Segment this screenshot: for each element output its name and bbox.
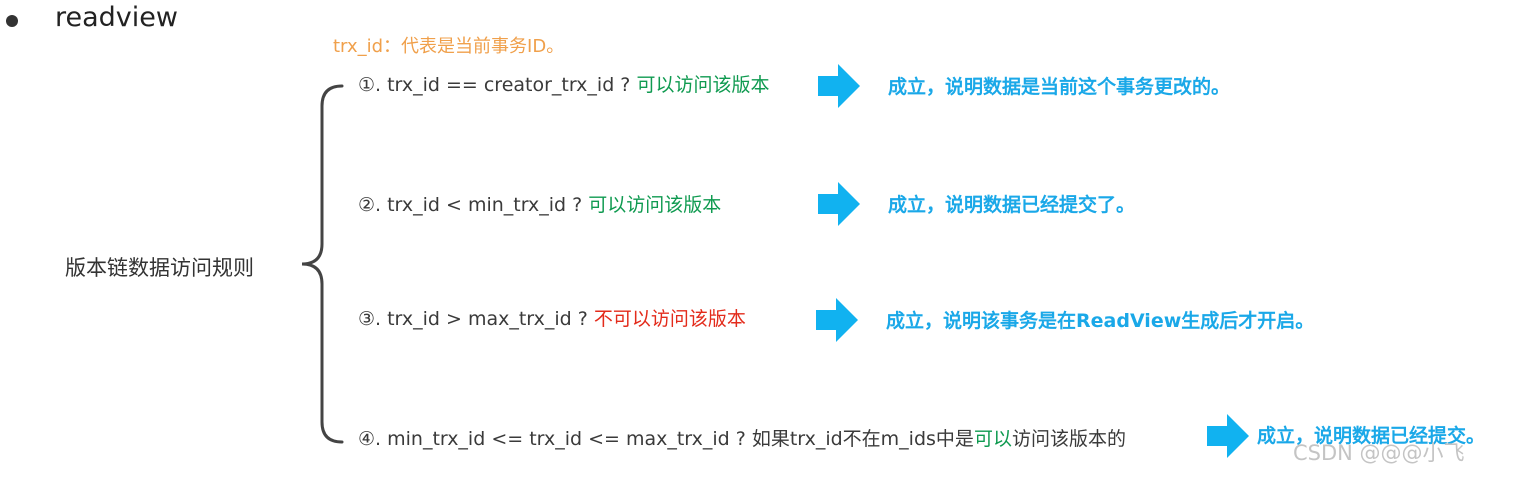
- trx-id-note: trx_id：代表是当前事务ID。: [333, 36, 565, 57]
- rule-3-result: 成立，说明该事务是在ReadView生成后才开启。: [886, 310, 1315, 332]
- rule-3-verdict: 不可以访问该版本: [593, 308, 746, 330]
- rules-label: 版本链数据访问规则: [65, 256, 254, 280]
- rule-4-verdict: 可以: [973, 428, 1012, 450]
- rule-3: ③. trx_id > max_trx_id ? 不可以访问该版本: [358, 304, 746, 331]
- rule-2-verdict: 可以访问该版本: [588, 194, 722, 216]
- arrow-right-icon: [818, 182, 860, 226]
- rule-2-condition: ②. trx_id < min_trx_id ?: [358, 194, 583, 216]
- rule-1-result: 成立，说明数据是当前这个事务更改的。: [888, 76, 1231, 98]
- rule-1-verdict: 可以访问该版本: [636, 74, 770, 96]
- rule-3-condition: ③. trx_id > max_trx_id ?: [358, 308, 588, 330]
- arrow-right-icon: [816, 298, 858, 342]
- arrow-right-icon: [1207, 414, 1249, 458]
- bullet-dot: [6, 15, 18, 27]
- rule-4: ④. min_trx_id <= trx_id <= max_trx_id ? …: [358, 424, 1126, 451]
- rule-4-condition: ④. min_trx_id <= trx_id <= max_trx_id ? …: [358, 428, 974, 450]
- page-title: readview: [55, 2, 178, 33]
- rule-4-result: 成立，说明数据已经提交。: [1257, 425, 1486, 447]
- rule-2-result: 成立，说明数据已经提交了。: [888, 194, 1136, 216]
- watermark: CSDN @@@小飞: [1293, 441, 1465, 465]
- arrow-right-icon: [818, 64, 860, 108]
- rule-4-suffix: 访问该版本的: [1011, 428, 1126, 450]
- rule-1-condition: ①. trx_id == creator_trx_id ?: [358, 74, 631, 96]
- rule-2: ②. trx_id < min_trx_id ? 可以访问该版本: [358, 190, 721, 217]
- rule-1: ①. trx_id == creator_trx_id ? 可以访问该版本: [358, 70, 769, 97]
- curly-brace: [301, 84, 344, 444]
